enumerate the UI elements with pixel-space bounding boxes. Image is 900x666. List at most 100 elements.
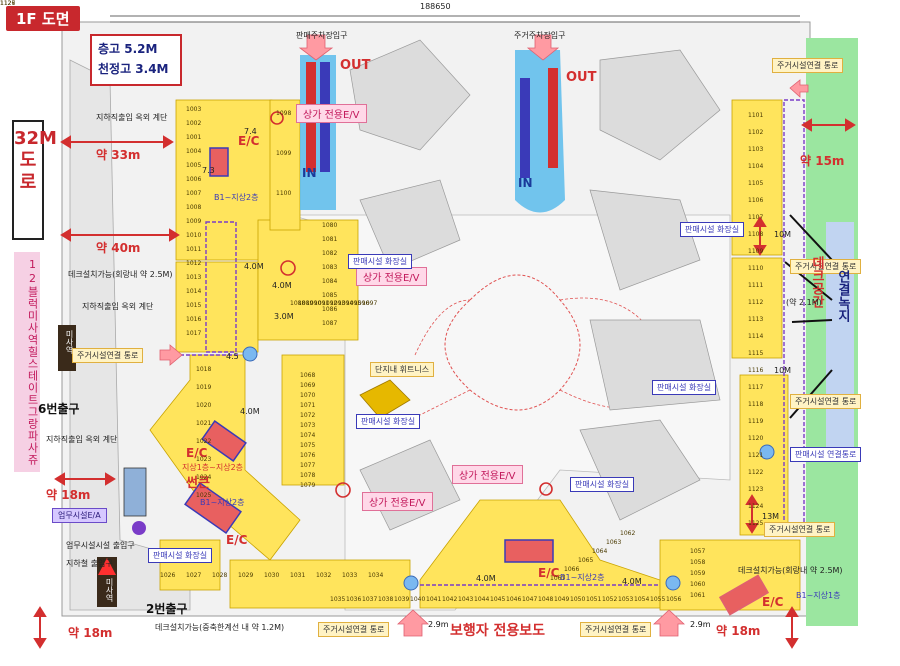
- unit-number: 1110: [748, 265, 764, 272]
- unit-number: 1004: [186, 148, 202, 155]
- unit-number: 1026: [160, 572, 176, 579]
- unit-number: 1081: [322, 236, 338, 243]
- unit-number: 1069: [300, 382, 316, 389]
- unit-number: 1060: [690, 581, 706, 588]
- unit-number: 1097: [362, 300, 378, 307]
- exit-2-label: 2번출구: [146, 602, 188, 616]
- unit-number: 1027: [186, 572, 202, 579]
- retail-restroom-2: 판매시설 화장실: [348, 254, 413, 269]
- unit-number: 1007: [186, 190, 202, 197]
- residential-link-5: 주거시설연결 통로: [764, 522, 836, 537]
- unit-number: 1033: [342, 572, 358, 579]
- height-mark-4-5: 4.5: [226, 352, 239, 361]
- unit-number: 1082: [322, 250, 338, 257]
- unit-number: 1121: [748, 452, 764, 459]
- unit-number: 1055: [650, 596, 666, 603]
- unit-number: 1062: [620, 530, 636, 537]
- unit-number: 1066: [564, 566, 580, 573]
- unit-number: 1053: [618, 596, 634, 603]
- unit-number: 1006: [186, 176, 202, 183]
- plan-title: 1F 도면: [6, 6, 80, 31]
- height-mark-4m-c: 4.0M: [240, 407, 260, 416]
- office-entrance-label: 업무시설시설 출입구: [66, 541, 135, 550]
- underground-stair-1: 지하직출입 옥외 계단: [96, 113, 168, 122]
- retail-link-label: 판매시설 연결통로: [790, 447, 862, 462]
- unit-number: 1030: [264, 572, 280, 579]
- unit-number: 1046: [506, 596, 522, 603]
- unit-number: 1044: [474, 596, 490, 603]
- unit-number: 1011: [186, 246, 202, 253]
- unit-number: 1118: [748, 401, 764, 408]
- unit-number: 1012: [186, 260, 202, 267]
- height-mark-3m: 3.0M: [274, 312, 294, 321]
- unit-number: 1087: [322, 320, 338, 327]
- unit-number: 1035: [330, 596, 346, 603]
- unit-number: 1010: [186, 232, 202, 239]
- ev-circles: [270, 111, 553, 498]
- unit-number: 1124: [748, 503, 764, 510]
- unit-number: 1125: [748, 520, 764, 527]
- mall-ev-top: 상가 전용E/V: [296, 104, 367, 123]
- deck-note-3: 데크설치가능(중축한계선 내 약 1.2M): [155, 623, 285, 632]
- escalator-label-right: E/C: [762, 595, 784, 609]
- underground-stair-2: 지하직출입 옥외 계단: [82, 302, 154, 311]
- unit-number: 1096: [354, 300, 370, 307]
- road-label: 32M도로: [12, 120, 57, 240]
- unit-number: 1036: [346, 596, 362, 603]
- dimension-total: 188650: [420, 2, 451, 11]
- subway-entrance-label: 지하철 출입구: [66, 559, 113, 568]
- unit-number: 1020: [196, 402, 212, 409]
- unit-number: 1098: [276, 110, 292, 117]
- unit-number: 1067: [550, 575, 566, 582]
- unit-number: 1080: [322, 222, 338, 229]
- unit-number: 1045: [490, 596, 506, 603]
- unit-number: 1119: [748, 418, 764, 425]
- unit-number: 1101: [748, 112, 764, 119]
- unit-number: 1102: [748, 129, 764, 136]
- unit-number: 1049: [554, 596, 570, 603]
- unit-number: 1063: [606, 539, 622, 546]
- unit-number: 1076: [300, 452, 316, 459]
- deck-note-1: 데크설치가능(회랑내 약 2.5M): [68, 270, 173, 279]
- retail-restroom-3: 판매시설 화장실: [652, 380, 717, 395]
- unit-number: 1034: [368, 572, 384, 579]
- unit-number: 1037: [362, 596, 378, 603]
- unit-number: 1109: [748, 248, 764, 255]
- subway-sign-text-2: 미사역: [105, 578, 114, 602]
- unit-number: 1085: [322, 292, 338, 299]
- distance-18m-bottom-right: 약 18m: [716, 624, 761, 638]
- deck-note-2: 데크설치가능(회랑내 약 2.5M): [738, 566, 843, 575]
- unit-number: 1016: [186, 316, 202, 323]
- unit-number: 1014: [186, 288, 202, 295]
- escalator-note-top: B1~지상2층: [214, 193, 259, 202]
- unit-number: 1105: [748, 180, 764, 187]
- unit-number: 1103: [748, 146, 764, 153]
- unit-number: 1003: [186, 106, 202, 113]
- unit-number: 1022: [196, 438, 212, 445]
- out-label-right: OUT: [566, 70, 597, 85]
- unit-number: 1071: [300, 402, 316, 409]
- unit-number: 1050: [570, 596, 586, 603]
- escalators: [184, 147, 770, 616]
- height-mark-2-1m: (약 2.1M): [786, 298, 822, 307]
- unit-number: 1054: [634, 596, 650, 603]
- escalator-note-ground12: 지상1층~지상2층: [182, 463, 244, 472]
- retail-restroom-5: 판매시설 화장실: [570, 477, 635, 492]
- residential-link-2: 주거시설연결 통로: [772, 58, 844, 73]
- unit-number: 1094: [338, 300, 354, 307]
- residential-link-7: 주거시설연결 통로: [580, 622, 652, 637]
- underground-stair-3: 지하직출입 옥외 계단: [46, 435, 118, 444]
- unit-number: 1084: [322, 278, 338, 285]
- height-mark-4m-a: 4.0M: [272, 281, 292, 290]
- unit-number: 1061: [690, 592, 706, 599]
- unit-number: 1021: [196, 420, 212, 427]
- node-circles: [242, 346, 775, 591]
- subway-sign-text: 미사역: [65, 330, 74, 354]
- unit-number: 1008: [186, 204, 202, 211]
- unit-number: 1108: [748, 231, 764, 238]
- escalator-label-low: E/C: [226, 533, 248, 547]
- escalator-note-bottom: B1~지상2층: [560, 573, 605, 582]
- height-mark-7-4: 7.4: [244, 127, 257, 136]
- unit-number: 1052: [602, 596, 618, 603]
- unit-number: 1048: [538, 596, 554, 603]
